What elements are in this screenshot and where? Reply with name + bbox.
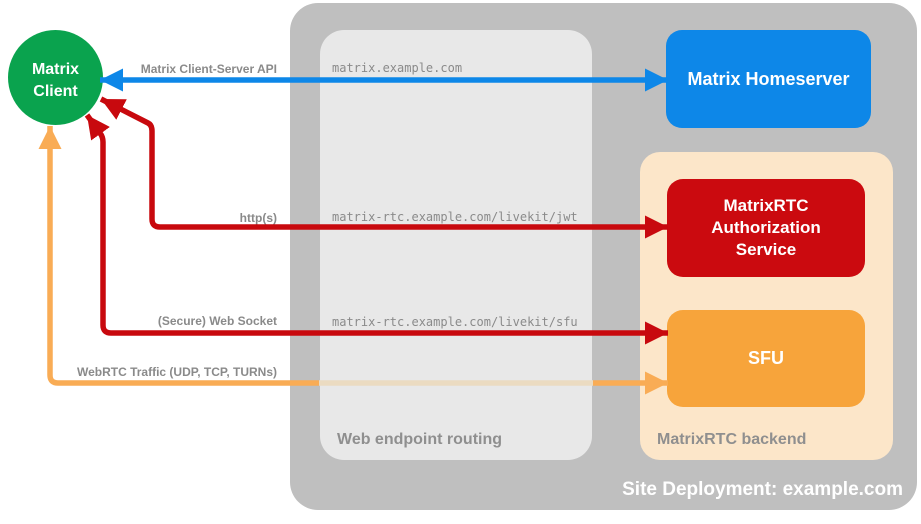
matrix-client-label-line2: Client [33, 82, 78, 100]
matrix-homeserver-node: Matrix Homeserver [666, 30, 871, 128]
livekit-jwt-endpoint-text: matrix-rtc.example.com/livekit/jwt [332, 210, 578, 224]
matrix-client-node: Matrix Client [8, 30, 103, 125]
webrtc-traffic-edge-label: WebRTC Traffic (UDP, TCP, TURNs) [76, 365, 277, 379]
site-deployment-label: Site Deployment: example.com [622, 479, 903, 500]
matrixrtc-backend-label: MatrixRTC backend [657, 431, 807, 448]
http-edge-label: http(s) [239, 211, 277, 225]
matrix-homeserver-label: Matrix Homeserver [687, 68, 850, 89]
sfu-label: SFU [748, 348, 784, 368]
websocket-edge-label: (Secure) Web Socket [157, 314, 277, 328]
matrix-client-label-line1: Matrix [31, 60, 80, 78]
web-endpoint-routing-box: Web endpoint routing [320, 30, 592, 460]
web-endpoint-routing-label: Web endpoint routing [337, 431, 503, 448]
edge-webrtc-left [38, 126, 319, 386]
homeserver-endpoint-text: matrix.example.com [332, 61, 463, 75]
matrixrtc-authorization-service-node: MatrixRTC Authorization Service [667, 179, 865, 277]
matrixrtc-authorization-service-label: MatrixRTC Authorization Service [711, 196, 821, 259]
client-server-api-edge-label: Matrix Client-Server API [140, 62, 277, 76]
sfu-node: SFU [667, 310, 865, 407]
livekit-sfu-endpoint-text: matrix-rtc.example.com/livekit/sfu [332, 315, 578, 329]
